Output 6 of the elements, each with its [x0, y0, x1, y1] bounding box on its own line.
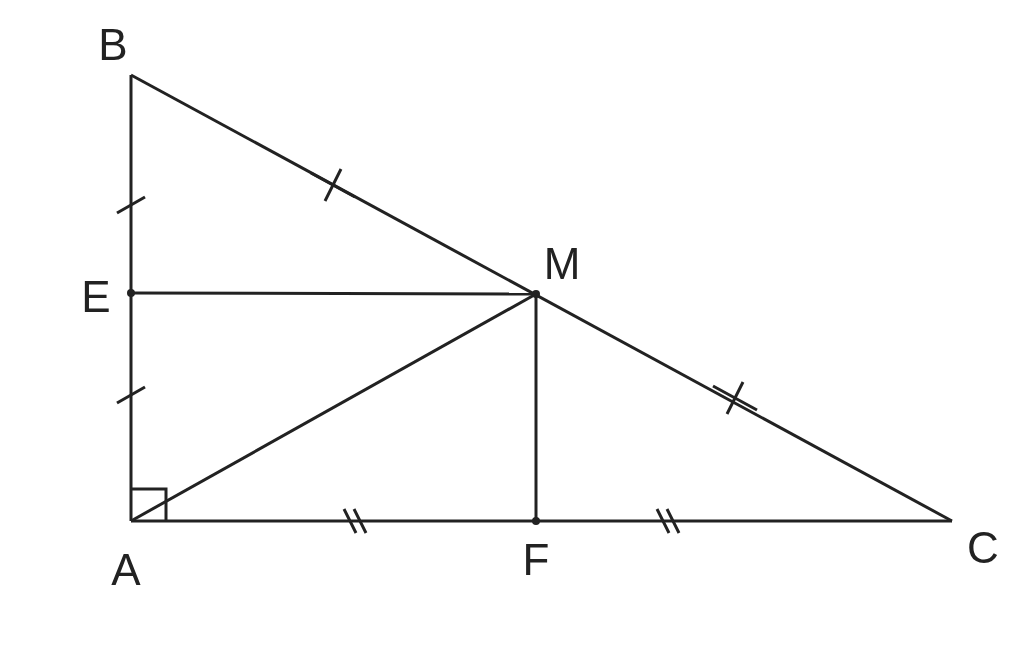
point-label: F: [522, 538, 550, 582]
point-label: B: [98, 23, 128, 67]
point-label: M: [543, 242, 581, 286]
point-label: C: [967, 526, 999, 570]
point-label: A: [111, 548, 141, 592]
point-label: E: [81, 275, 111, 319]
